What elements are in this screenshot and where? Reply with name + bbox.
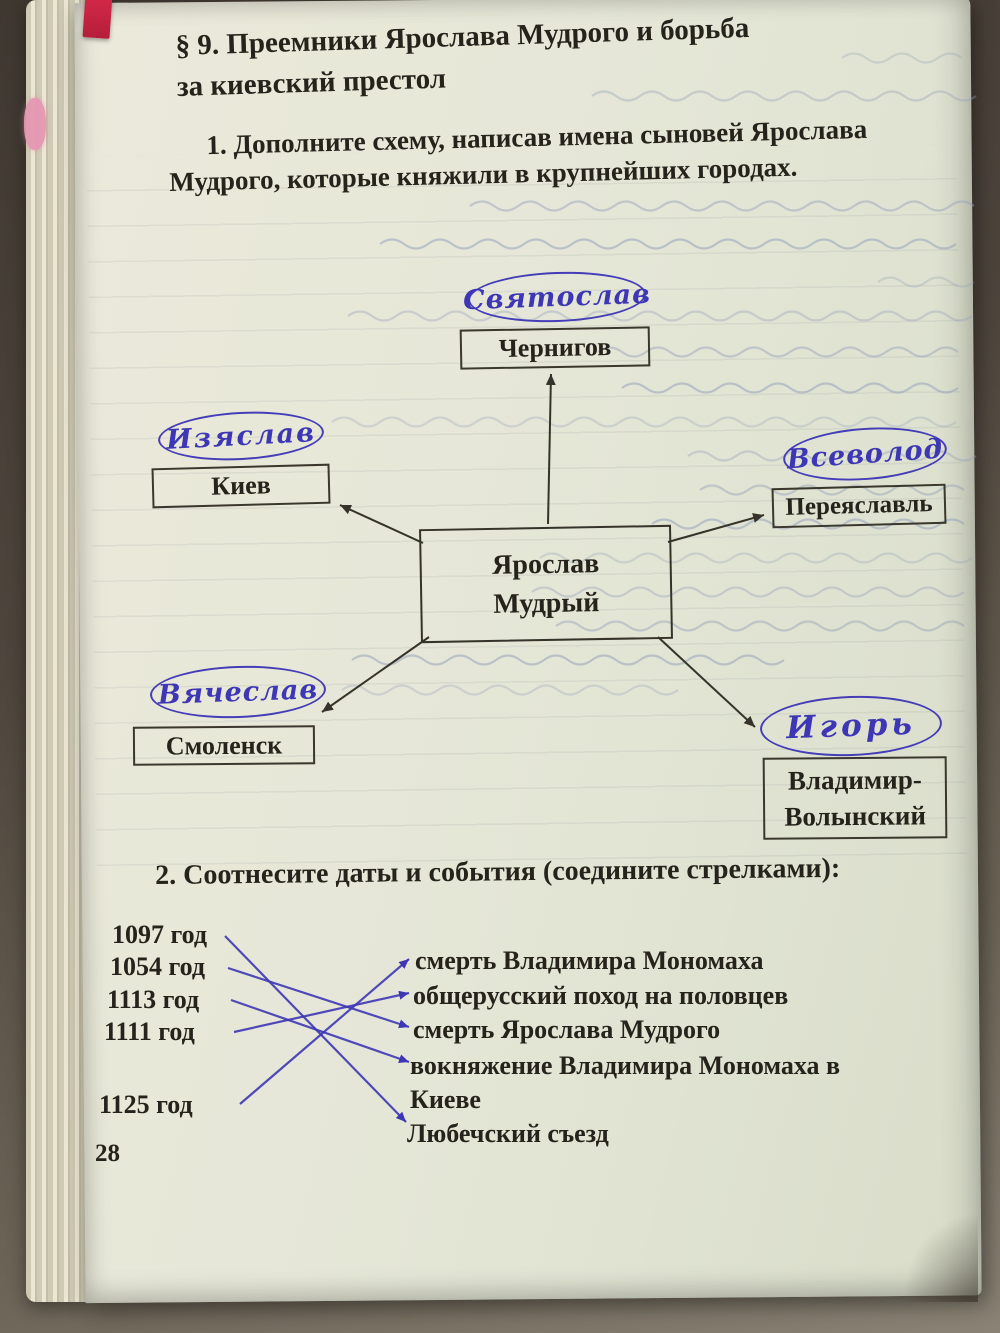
handwritten-name-svyatoslav: Святослав <box>462 278 652 316</box>
city-box-smolensk: Смоленск <box>132 725 316 766</box>
event-smert-yaroslava: смерть Ярослава Мудрого <box>413 1015 721 1044</box>
handwritten-name-izyaslav: Изяслав <box>165 416 317 456</box>
red-bookmark <box>82 0 113 39</box>
event-lyubech: Любечский съезд <box>407 1119 609 1148</box>
city-box-vladimir-volynsky: Владимир-Волынский <box>762 756 948 840</box>
city-label-pereyaslavl: Переяславль <box>785 490 933 521</box>
city-box-chernigov: Чернигов <box>459 326 651 370</box>
date-1125: 1125 год <box>99 1090 193 1119</box>
city-box-kiev: Киев <box>151 463 331 509</box>
city-label-smolensk: Смоленск <box>165 729 283 761</box>
center-name-line1: Ярослав <box>491 547 600 581</box>
city-label-vladimir-volynsky: Владимир-Волынский <box>784 763 927 832</box>
date-1111: 1111 год <box>104 1017 195 1046</box>
scheme-center-box: Ярослав Мудрый <box>419 524 673 644</box>
page-number: 28 <box>95 1140 120 1167</box>
center-name-line2: Мудрый <box>493 587 600 620</box>
city-box-pereyaslavl: Переяславль <box>771 483 947 529</box>
city-label-chernigov: Чернигов <box>498 332 612 363</box>
pink-edge-mark <box>24 98 46 150</box>
date-1097: 1097 год <box>112 920 208 949</box>
city-label-kiev: Киев <box>210 470 272 501</box>
event-voknyazhenie: вокняжение Владимира Мономаха в Киеве <box>410 1051 841 1114</box>
date-1054: 1054 год <box>110 952 206 981</box>
event-pohod-polovtsy: общерусский поход на половцев <box>413 981 789 1010</box>
event-smert-monomaha: смерть Владимира Мономаха <box>415 946 764 975</box>
handwritten-name-vyacheslav: Вячеслав <box>157 673 319 711</box>
handwritten-name-vsevolod: Всеволод <box>785 433 945 475</box>
handwritten-name-igor: Игорь <box>785 705 917 747</box>
page-corner-shadow <box>900 1210 978 1302</box>
date-1113: 1113 год <box>107 985 200 1014</box>
